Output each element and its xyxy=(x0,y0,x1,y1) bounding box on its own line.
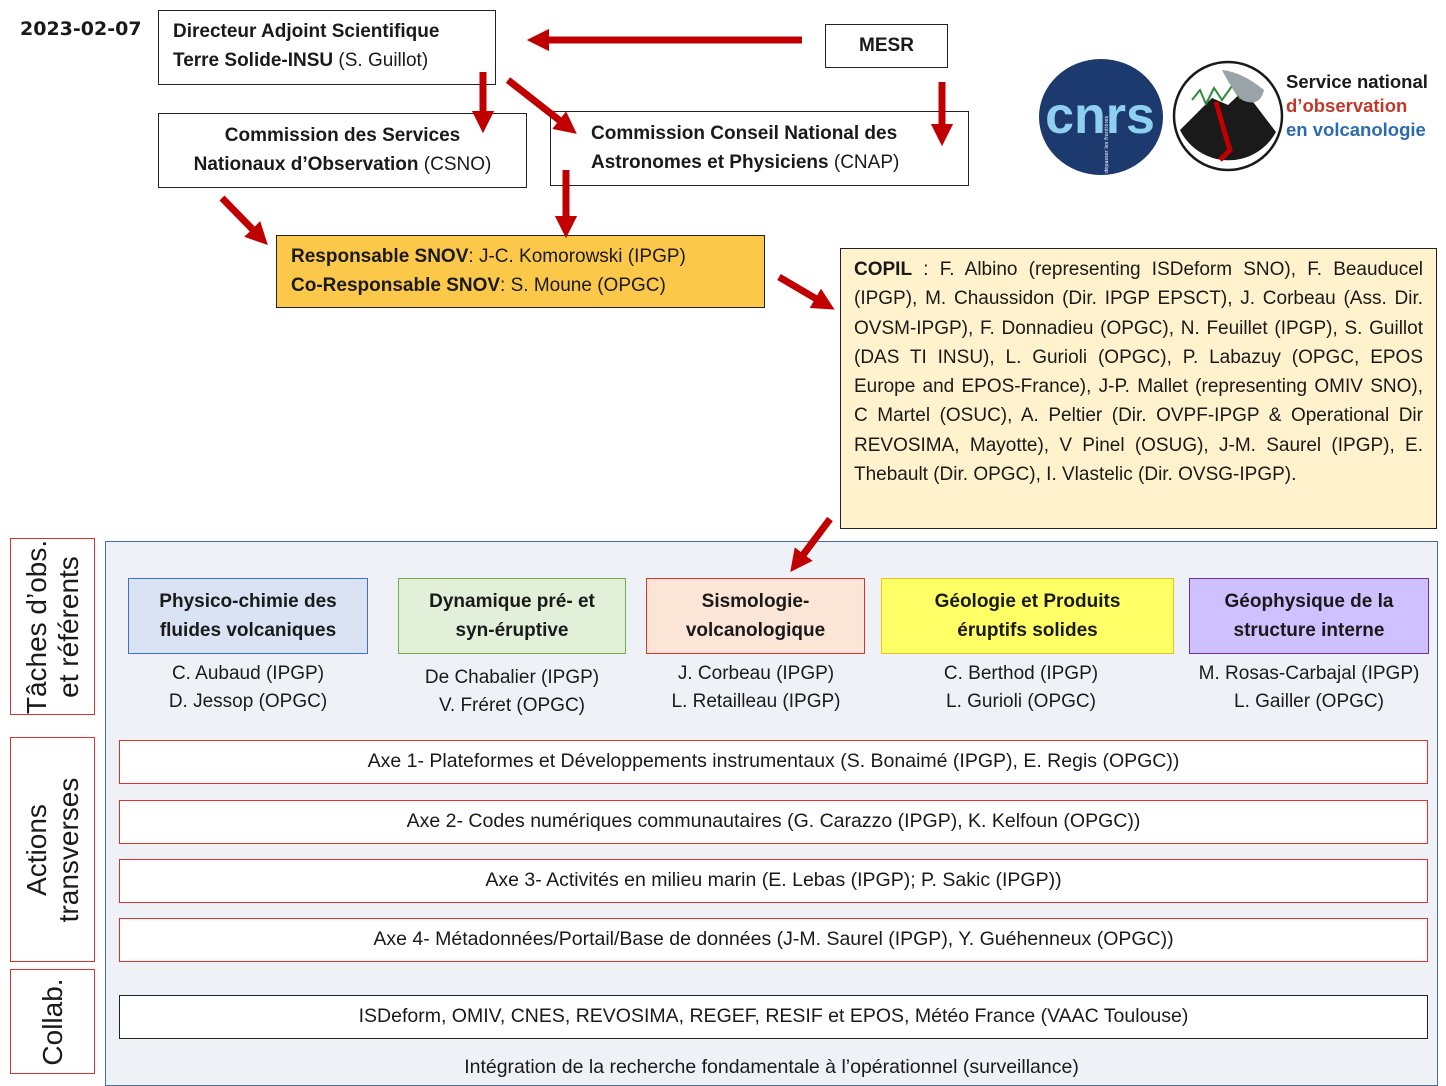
side-label-collab: Collab. xyxy=(10,969,95,1074)
directeur-title: Directeur Adjoint Scientifique xyxy=(173,21,440,42)
snov-logo-line1: Service national xyxy=(1286,71,1428,92)
csno-subtitle: Nationaux d’Observation xyxy=(193,154,419,175)
task-refs-dynamique: De Chabalier (IPGP)V. Fréret (OPGC) xyxy=(424,667,600,716)
cnap-subtitle: Astronomes et Physiciens xyxy=(591,152,829,173)
copil-members: : F. Albino (representing ISDeform SNO),… xyxy=(854,259,1423,486)
copil-box: COPIL : F. Albino (representing ISDeform… xyxy=(840,248,1437,529)
directeur-box: Directeur Adjoint Scientifique Terre Sol… xyxy=(158,10,496,85)
arrow-responsable-to-copil xyxy=(777,273,835,310)
mesr-box: MESR xyxy=(825,24,948,68)
integration-text: Intégration de la recherche fondamentale… xyxy=(464,1056,1079,1078)
directeur-name: (S. Guillot) xyxy=(333,50,429,71)
co-responsable-value: : S. Moune (OPGC) xyxy=(500,275,666,296)
axe-4: Axe 4- Métadonnées/Portail/Base de donné… xyxy=(119,918,1428,962)
responsable-box: Responsable SNOV: J-C. Komorowski (IPGP)… xyxy=(276,235,765,308)
arrow-directeur-cnap-link xyxy=(505,77,577,134)
snov-logo-line3: en volcanologie xyxy=(1286,119,1426,140)
task-refs-geologie: C. Berthod (IPGP)L. Gurioli (OPGC) xyxy=(943,663,1099,712)
csno-title: Commission des Services xyxy=(224,125,461,146)
task-refs-geophysique: M. Rosas-Carbajal (IPGP)L. Gailler (OPGC… xyxy=(1198,663,1420,712)
cnrs-logo: cnrs dépasser les frontières xyxy=(1039,59,1163,175)
cnap-box: Commission Conseil National des Astronom… xyxy=(550,111,969,186)
task-refs-sismologie: J. Corbeau (IPGP)L. Retailleau (IPGP) xyxy=(671,663,841,712)
csno-box: Commission des Services Nationaux d’Obse… xyxy=(158,113,527,188)
directeur-subtitle: Terre Solide-INSU xyxy=(173,50,334,71)
responsable-label: Responsable SNOV xyxy=(291,246,469,267)
task-box-sismologie: Sismologie-volcanologique xyxy=(646,578,865,654)
snov-volcano-logo xyxy=(1172,60,1284,172)
cnrs-logo-tagline: dépasser les frontières xyxy=(1103,116,1110,173)
axe-1: Axe 1- Plateformes et Développements ins… xyxy=(119,740,1428,784)
task-refs-physico-chimie: C. Aubaud (IPGP)D. Jessop (OPGC) xyxy=(168,663,328,712)
copil-label: COPIL xyxy=(854,259,913,280)
axe-2: Axe 2- Codes numériques communautaires (… xyxy=(119,800,1428,844)
date-label: 2023-02-07 xyxy=(20,18,142,40)
csno-abbr: (CSNO) xyxy=(418,154,492,175)
arrow-csno-to-responsable xyxy=(219,195,268,246)
collab-box: ISDeform, OMIV, CNES, REVOSIMA, REGEF, R… xyxy=(119,995,1428,1039)
co-responsable-label: Co-Responsable SNOV xyxy=(291,275,501,296)
side-label-actions: Actions transverses xyxy=(10,737,95,962)
arrow-copil-to-tasks xyxy=(790,516,833,572)
side-label-taches: Tâches d’obs. et référents xyxy=(10,538,95,715)
axe-3: Axe 3- Activités en milieu marin (E. Leb… xyxy=(119,859,1428,903)
cnap-abbr: (CNAP) xyxy=(828,152,900,173)
snov-logo-line2: d’observation xyxy=(1286,95,1408,116)
cnrs-logo-disc xyxy=(1039,59,1163,175)
responsable-value: : J-C. Komorowski (IPGP) xyxy=(468,246,686,267)
cnap-title: Commission Conseil National des xyxy=(591,123,898,144)
snov-logo-text: Service national d’observation en volcan… xyxy=(1286,70,1428,142)
cnrs-logo-text: cnrs xyxy=(1045,87,1155,145)
